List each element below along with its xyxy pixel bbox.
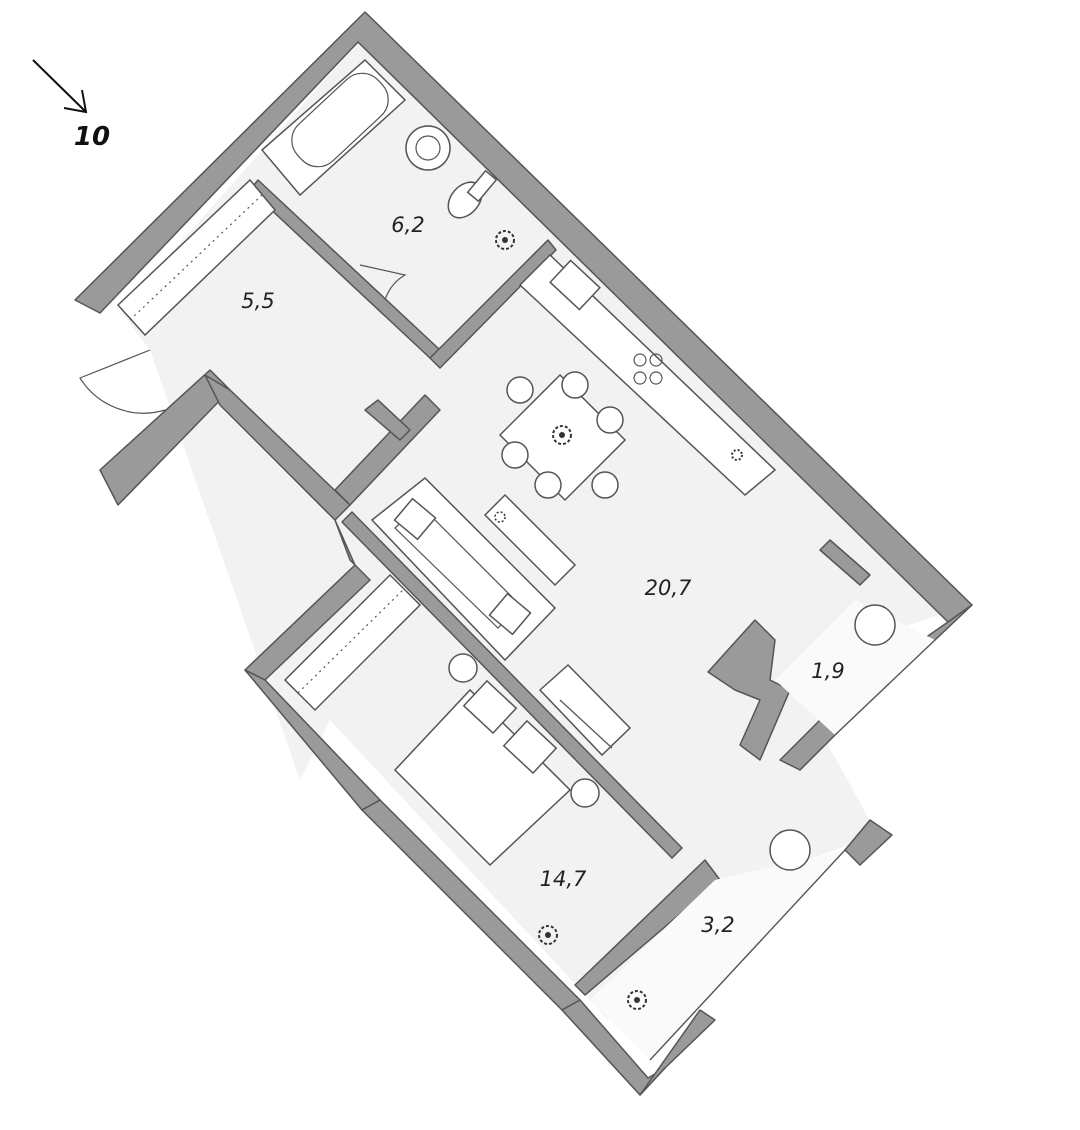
chair-icon (534, 471, 562, 499)
entrance-door (79, 349, 166, 414)
pillow-icon (393, 497, 437, 541)
double-bed (393, 679, 572, 867)
plant-icon (627, 990, 647, 1010)
pillow-icon (462, 679, 518, 735)
outer-walls (74, 11, 973, 1096)
nightstand-lamp-icon (448, 653, 478, 683)
bathroom-fixtures (260, 58, 515, 250)
nightstand-lamp-icon (570, 778, 600, 808)
chair-icon (591, 471, 619, 499)
balcony-large (590, 849, 846, 1061)
bathroom-door (359, 264, 407, 301)
armchair-icon (854, 604, 896, 646)
bedroom-wardrobe (283, 573, 422, 712)
dining-table (498, 371, 627, 502)
arrow-down-right-icon (32, 59, 88, 114)
pillow-icon (488, 592, 532, 636)
kitchen-counter (518, 253, 777, 496)
armchair-icon (769, 829, 811, 871)
kitchen-sink-icon (549, 259, 601, 311)
chair-icon (506, 376, 534, 404)
area-label-bedroom: 14,7 (540, 867, 587, 891)
sink-icon (405, 125, 451, 171)
plant-icon (731, 449, 743, 461)
bathtub-icon (260, 58, 407, 197)
coffee-table (483, 493, 577, 587)
plant-icon (495, 230, 515, 250)
direction-marker: 10 (32, 59, 110, 152)
tv-stand (538, 663, 632, 757)
hallway-wardrobe (116, 178, 277, 337)
interior-walls (249, 179, 871, 996)
chair-icon (596, 406, 624, 434)
chair-icon (501, 441, 529, 469)
toilet-icon (447, 169, 498, 219)
balcony-small (775, 600, 936, 736)
sofa (370, 476, 557, 662)
apartment-floor (120, 35, 960, 1020)
area-label-balcony-small: 1,9 (811, 659, 844, 683)
plant-icon (494, 511, 506, 523)
direction-label: 10 (74, 122, 110, 152)
pillow-icon (502, 719, 558, 775)
stove-icon (633, 353, 663, 385)
area-label-hallway: 5,5 (241, 289, 274, 313)
area-label-bathroom: 6,2 (391, 213, 424, 237)
chair-icon (561, 371, 589, 399)
plant-icon (538, 925, 558, 945)
area-label-living-kitchen: 20,7 (645, 576, 692, 600)
plant-icon (552, 425, 572, 445)
area-label-balcony-large: 3,2 (701, 913, 734, 937)
